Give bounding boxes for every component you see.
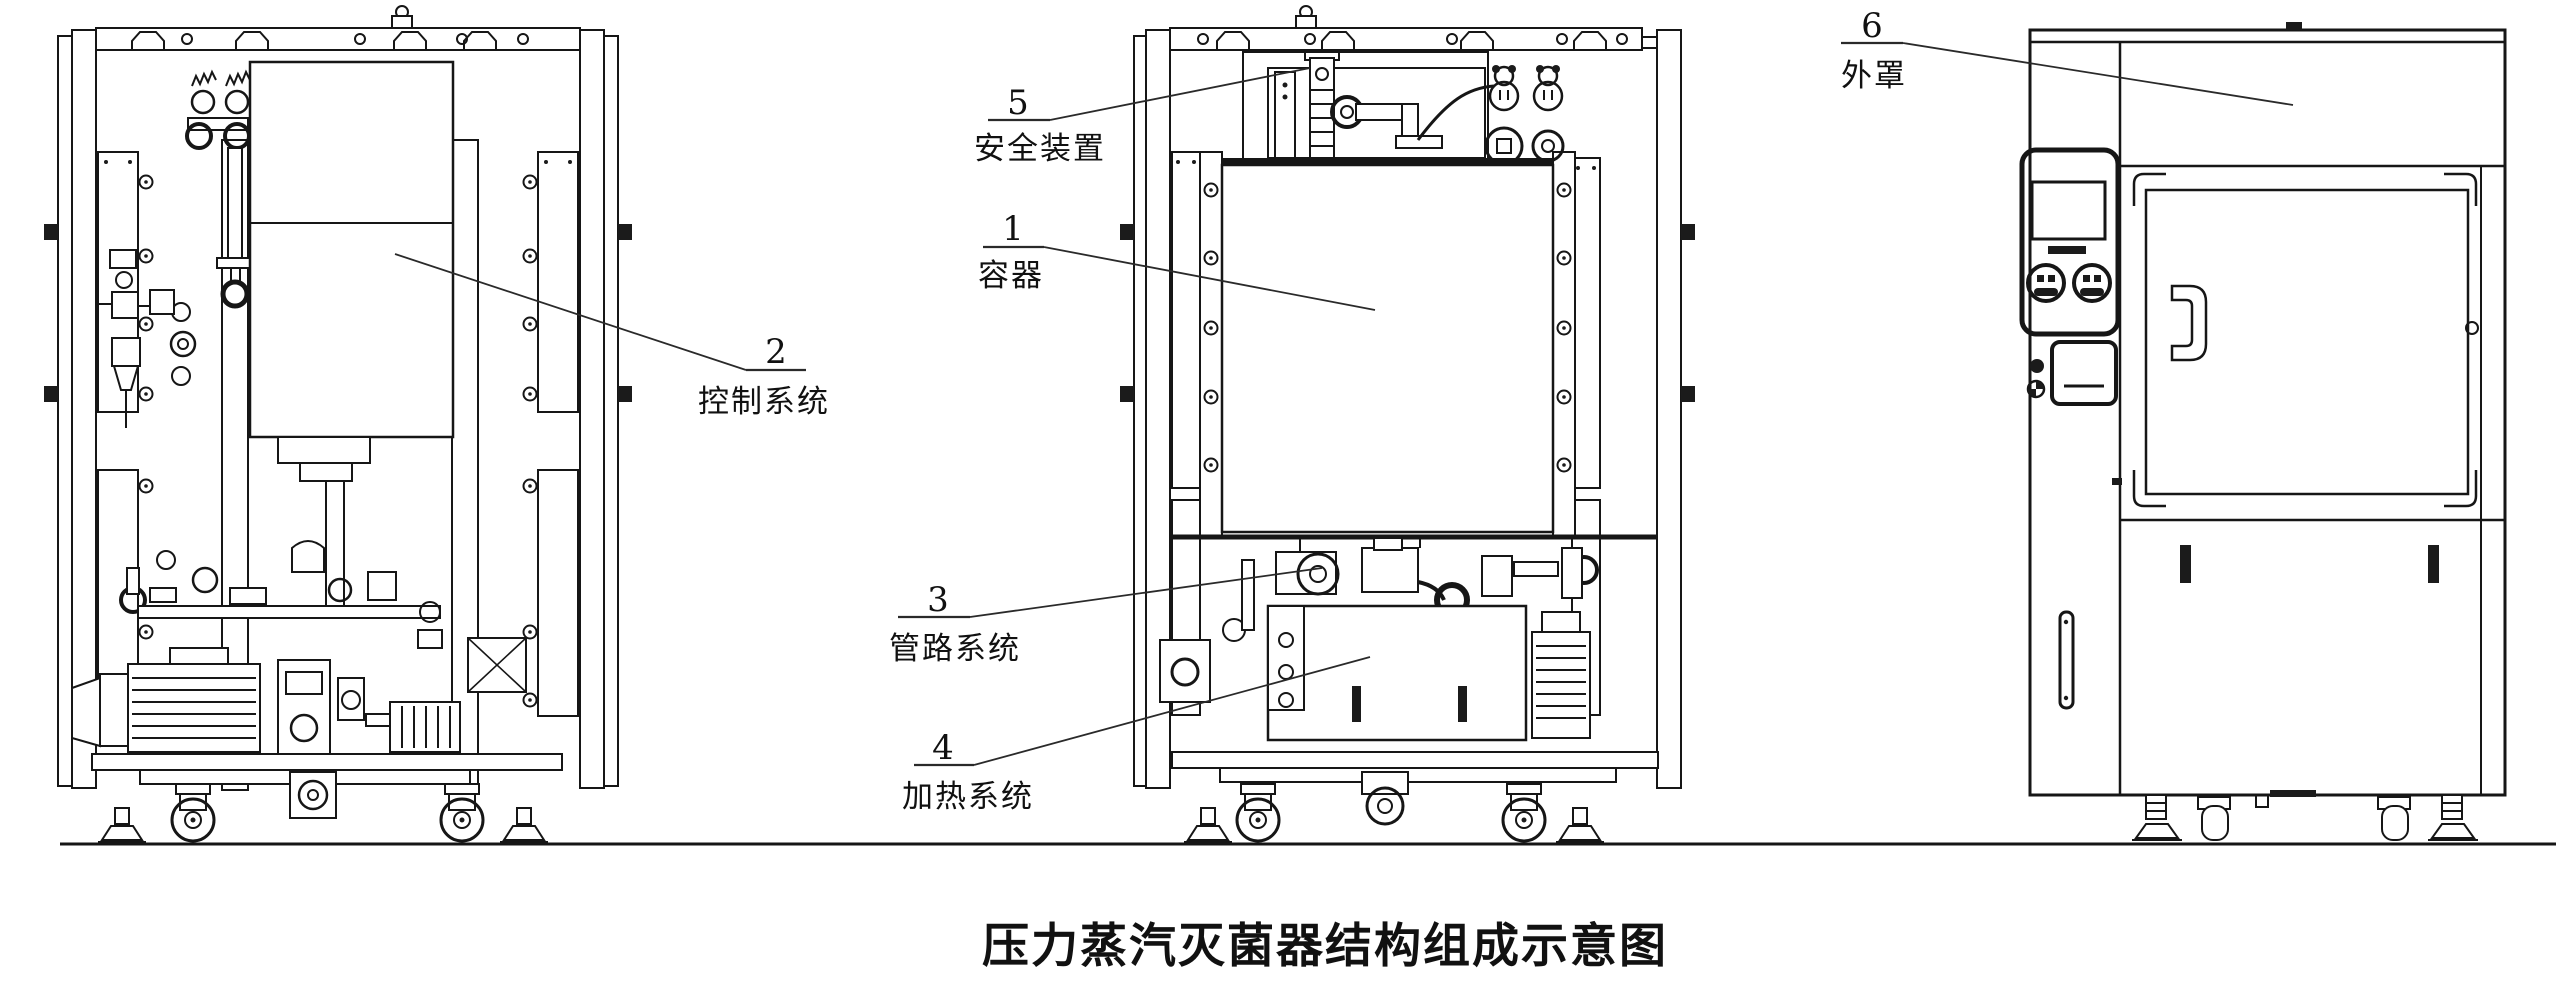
callout-labels: 1 容器 2 控制系统 3 管路系统 4 加热系统 5 安全装置 6 外罩 <box>698 6 1907 815</box>
door-handle <box>2170 284 2208 362</box>
frame-post <box>71 29 97 789</box>
enclosure-feet <box>2132 790 2478 841</box>
leveling-foot <box>499 807 549 843</box>
caster-wheel <box>1501 782 1547 843</box>
panel-handle-slot <box>2058 610 2075 710</box>
callout-leaders <box>394 41 2294 767</box>
regulator-filter <box>96 249 141 428</box>
leader-line-5 <box>1049 67 1311 121</box>
vent-slot <box>2180 545 2191 583</box>
display-screen <box>2030 180 2107 241</box>
callout-label-4: 加热系统 <box>902 779 1034 815</box>
view-internal-side <box>44 5 632 843</box>
pressure-gauge <box>1531 129 1565 163</box>
leveling-foot <box>1555 807 1605 843</box>
caster-wheel <box>1235 782 1281 843</box>
safety-device-assembly <box>1222 51 1565 166</box>
frame-post <box>57 35 73 787</box>
callout-label-6: 外罩 <box>1841 58 1907 94</box>
chamber-door <box>2112 172 2479 508</box>
safety-valve <box>1532 63 1564 112</box>
piping-machinery <box>119 540 443 649</box>
callout-number-5: 5 <box>1007 83 1029 123</box>
callout-number-6: 6 <box>1861 6 1883 46</box>
callout-label-1: 容器 <box>978 258 1044 294</box>
leader-line-2 <box>394 253 747 371</box>
frame-post <box>603 35 619 787</box>
leader-line-4 <box>973 656 1371 766</box>
callout-number-1: 1 <box>1002 209 1024 249</box>
base-frame <box>91 753 563 771</box>
callout-label-3: 管路系统 <box>889 631 1021 667</box>
callout-label-2: 控制系统 <box>698 384 830 420</box>
vacuum-pump-motor <box>71 647 261 753</box>
figure-title: 压力蒸汽灭菌器结构组成示意图 <box>982 919 1668 974</box>
safety-valve <box>1488 63 1520 112</box>
callout-number-4: 4 <box>932 728 954 768</box>
indicator-light <box>2030 359 2044 373</box>
callout-label-5: 安全装置 <box>974 131 1106 167</box>
top-rail <box>95 27 581 51</box>
frame-post <box>579 29 605 789</box>
drain-pump <box>289 771 337 819</box>
caster-wheel <box>439 782 485 843</box>
center-caster <box>1361 771 1409 826</box>
vent-slot <box>2428 545 2439 583</box>
frame-post <box>1133 35 1147 787</box>
leveling-foot <box>1183 807 1233 843</box>
valve-assembly <box>138 69 254 386</box>
leader-line-3 <box>969 567 1323 618</box>
view-internal-front <box>1120 5 1695 843</box>
heating-system-tank <box>1266 604 1591 742</box>
base-frame <box>1171 751 1659 769</box>
callout-number-2: 2 <box>765 332 787 372</box>
caster-wheel <box>170 782 216 843</box>
sterilizer-vessel <box>1220 163 1555 534</box>
callout-number-3: 3 <box>927 580 949 620</box>
door-latch <box>2465 321 2479 335</box>
leader-line-6 <box>1902 42 2294 106</box>
control-panel <box>2019 147 2121 710</box>
frame-post <box>1656 29 1682 789</box>
leveling-foot <box>97 807 147 843</box>
printer <box>2050 340 2118 406</box>
control-cabinet <box>248 60 455 439</box>
water-pump <box>277 637 527 755</box>
view-enclosure <box>2019 22 2507 841</box>
leader-line-1 <box>1043 246 1376 311</box>
brand-logo-placeholder <box>2048 246 2086 254</box>
